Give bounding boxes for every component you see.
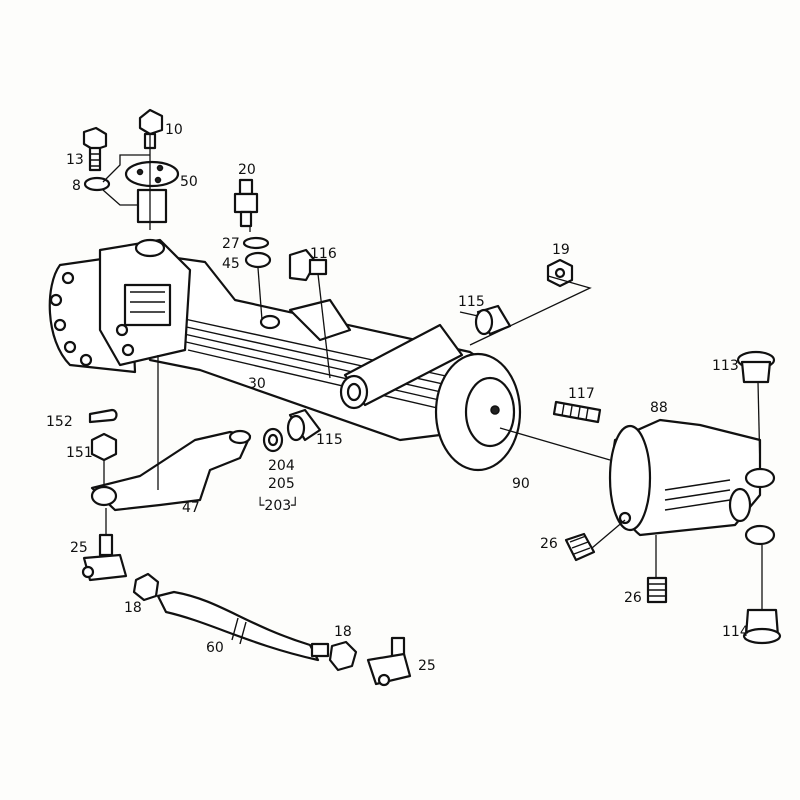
callout-10: 10 (165, 122, 183, 138)
callout-45: 45 (222, 256, 240, 272)
callout-113: 113 (712, 358, 739, 374)
center-tube (339, 323, 464, 410)
callout-25-b: 25 (418, 658, 436, 674)
steering-arm-47 (90, 429, 252, 512)
callout-114: 114 (722, 624, 749, 640)
callout-26-b: 26 (624, 590, 642, 606)
split-pin-152 (88, 408, 118, 424)
right-swivel-housing (608, 418, 776, 546)
callout-204: 204 (268, 458, 295, 474)
callout-115-a: 115 (458, 294, 485, 310)
callout-151: 151 (66, 445, 93, 461)
callout-203: └203┘ (256, 497, 300, 514)
bush-114 (742, 608, 782, 645)
callout-25-a: 25 (70, 540, 88, 556)
callout-60: 60 (206, 640, 224, 656)
callout-19: 19 (552, 242, 570, 258)
callout-88: 88 (650, 400, 668, 416)
callout-27: 27 (222, 236, 240, 252)
callout-8: 8 (72, 178, 81, 194)
grease-nipple-20 (233, 178, 259, 228)
ball-joint-25-right (366, 636, 412, 687)
ball-joint-25-left (81, 533, 128, 582)
callout-117: 117 (568, 386, 595, 402)
callout-116: 116 (310, 246, 337, 262)
axle-housing (118, 248, 502, 442)
callout-50: 50 (180, 174, 198, 190)
callout-47: 47 (182, 500, 200, 516)
callout-13: 13 (66, 152, 84, 168)
right-flange (434, 352, 522, 472)
nut-18-left (132, 572, 160, 602)
left-hub-flange (48, 238, 192, 374)
callout-26-a: 26 (540, 536, 558, 552)
bush-115-lower (286, 408, 322, 442)
callout-205: 205 (268, 476, 295, 492)
cap-plate-50 (124, 160, 180, 224)
bolt-10 (138, 108, 164, 150)
bush-113 (736, 350, 776, 384)
plug-116 (288, 248, 328, 282)
callout-18-b: 18 (334, 624, 352, 640)
nut-19 (546, 258, 574, 288)
callout-152: 152 (46, 414, 73, 430)
bush-115-upper (474, 304, 512, 336)
callout-30: 30 (248, 376, 266, 392)
washer-204 (262, 427, 284, 453)
castle-nut-151 (90, 432, 118, 462)
callout-115-b: 115 (316, 432, 343, 448)
callout-90: 90 (512, 476, 530, 492)
bolt-13 (82, 126, 108, 172)
callout-20: 20 (238, 162, 256, 178)
washers-27-45 (242, 236, 272, 269)
callout-labels: 10 13 8 50 20 27 45 116 19 115 30 117 88… (46, 122, 749, 674)
stud-117 (552, 400, 602, 424)
callout-18-a: 18 (124, 600, 142, 616)
tie-rod-60 (156, 590, 330, 662)
leader-lines (103, 135, 763, 610)
plug-26-right (646, 576, 668, 604)
nut-18-right (328, 640, 358, 672)
plug-26-left (564, 532, 596, 562)
